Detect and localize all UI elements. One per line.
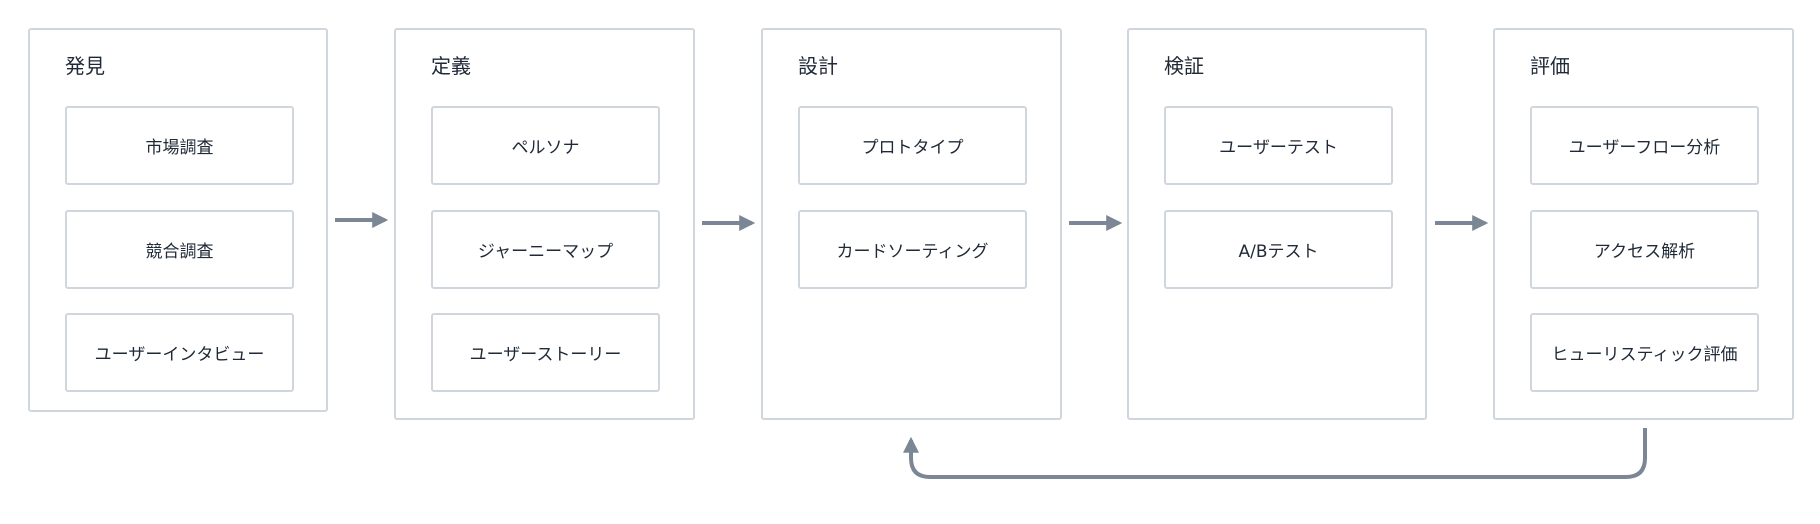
stage-title: 設計 <box>798 54 838 78</box>
stage-item: 競合調査 <box>65 210 294 289</box>
stage-item: ユーザーインタビュー <box>65 313 294 392</box>
feedback-loop-arrow <box>903 428 1647 479</box>
stage-item: ユーザーフロー分析 <box>1530 106 1759 185</box>
stage-item: プロトタイプ <box>798 106 1027 185</box>
stage-item: アクセス解析 <box>1530 210 1759 289</box>
stage-evaluate: 評価 ユーザーフロー分析 アクセス解析 ヒューリスティック評価 <box>1493 28 1794 420</box>
stage-item: 市場調査 <box>65 106 294 185</box>
stage-validate: 検証 ユーザーテスト A/Bテスト <box>1127 28 1427 420</box>
stage-item: ユーザーテスト <box>1164 106 1393 185</box>
stage-item: ペルソナ <box>431 106 660 185</box>
stage-design: 設計 プロトタイプ カードソーティング <box>761 28 1062 420</box>
stage-title: 発見 <box>65 54 105 78</box>
stage-item: A/Bテスト <box>1164 210 1393 289</box>
stage-item: ヒューリスティック評価 <box>1530 313 1759 392</box>
stage-title: 検証 <box>1164 54 1204 78</box>
stage-discover: 発見 市場調査 競合調査 ユーザーインタビュー <box>28 28 328 412</box>
stage-item: カードソーティング <box>798 210 1027 289</box>
stage-item: ジャーニーマップ <box>431 210 660 289</box>
stage-title: 定義 <box>431 54 471 78</box>
stage-title: 評価 <box>1530 54 1570 78</box>
stage-define: 定義 ペルソナ ジャーニーマップ ユーザーストーリー <box>394 28 695 420</box>
stage-item: ユーザーストーリー <box>431 313 660 392</box>
